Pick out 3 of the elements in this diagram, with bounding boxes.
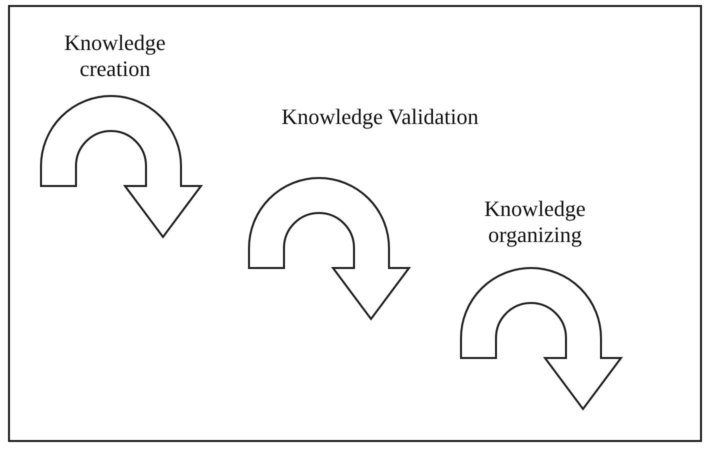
step-label: Knowledge Validation (280, 104, 480, 130)
step-label: Knowledge organizing (483, 196, 587, 248)
step-label: Knowledge creation (63, 30, 167, 82)
